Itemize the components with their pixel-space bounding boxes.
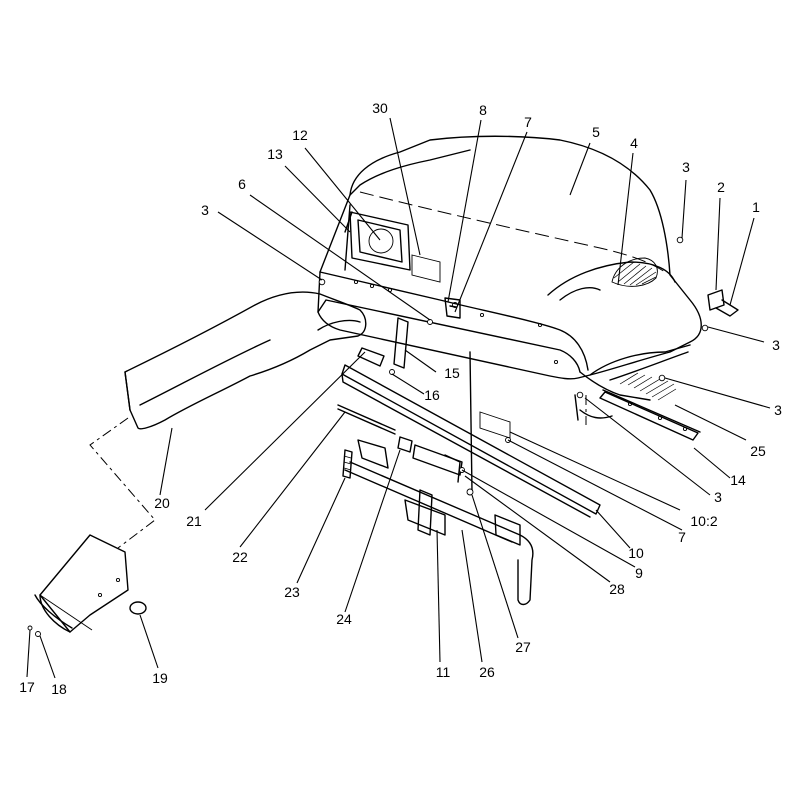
callout-10: 10: [628, 545, 644, 561]
top-vent-hatch: [611, 257, 658, 287]
callout-4: 4: [630, 135, 638, 151]
callout-3: 3: [714, 489, 722, 505]
side-window: [344, 211, 411, 271]
callout-3: 3: [201, 202, 209, 218]
mounting-rail: [599, 391, 699, 441]
callout-2: 2: [717, 179, 725, 195]
callout-15: 15: [444, 365, 460, 381]
hood-cover: [317, 135, 709, 433]
callout-24: 24: [336, 611, 352, 627]
callout-labels: 30 8 7 12 5 4 13 3 6 2 1 3 3 15 16 3 25 …: [19, 100, 782, 697]
callout-16: 16: [424, 387, 440, 403]
callout-3: 3: [774, 402, 782, 418]
callout-8: 8: [479, 102, 487, 118]
discharge-chute: [124, 291, 367, 430]
screw-fasteners: [318, 236, 709, 399]
callout-9: 9: [635, 565, 643, 581]
callout-27: 27: [515, 639, 531, 655]
callout-11: 11: [436, 664, 451, 680]
callout-18: 18: [51, 681, 67, 697]
callout-20: 20: [154, 495, 170, 511]
callout-3: 3: [682, 159, 690, 175]
callout-26: 26: [479, 664, 495, 680]
shafts-and-rails: [337, 317, 601, 606]
callout-12: 12: [292, 127, 308, 143]
callout-6: 6: [238, 176, 246, 192]
callout-21: 21: [186, 513, 202, 529]
callout-3: 3: [772, 337, 780, 353]
rear-vent-hatch: [619, 372, 677, 401]
latch-bracket: [444, 297, 461, 319]
callout-10-2: 10:2: [690, 513, 717, 529]
leader-lines: [26, 117, 771, 679]
assembly-lines: [89, 395, 587, 549]
callout-25: 25: [750, 443, 766, 459]
callout-7: 7: [678, 529, 686, 545]
deflector: [27, 534, 147, 637]
callout-7: 7: [524, 114, 532, 130]
callout-1: 1: [752, 199, 760, 215]
callout-23: 23: [284, 584, 300, 600]
callout-19: 19: [152, 670, 168, 686]
callout-17: 17: [19, 679, 35, 695]
callout-13: 13: [267, 146, 283, 162]
callout-28: 28: [609, 581, 625, 597]
callout-5: 5: [592, 124, 600, 140]
callout-22: 22: [232, 549, 248, 565]
callout-30: 30: [372, 100, 388, 116]
callout-14: 14: [730, 472, 746, 488]
decal: [411, 254, 441, 283]
